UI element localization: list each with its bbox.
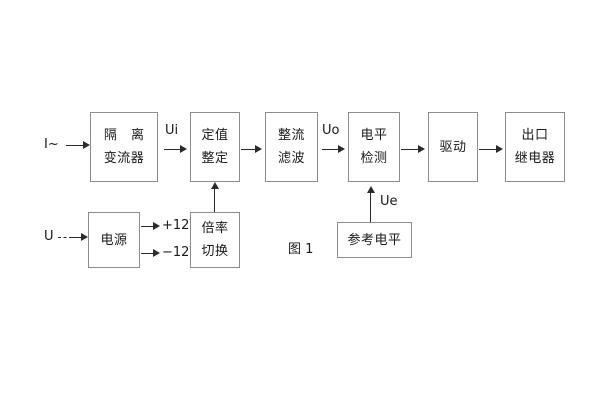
block-driver-line1: 驱动 bbox=[439, 139, 467, 155]
setting-to-rectifier-line bbox=[241, 149, 256, 150]
multiplier-to-setting-line bbox=[214, 188, 215, 212]
block-setting-value-line1: 定值 bbox=[201, 128, 229, 143]
signal-label-ue: Ue bbox=[380, 194, 398, 209]
reference-to-level-line bbox=[370, 192, 371, 222]
block-level-detection: 电平 检测 bbox=[348, 112, 400, 182]
block-output-relay-line1: 出口 bbox=[521, 128, 549, 143]
driver-to-relay-line bbox=[479, 149, 497, 150]
ui-connector-line bbox=[164, 149, 181, 150]
uo-connector-line bbox=[322, 149, 339, 150]
input-label-voltage: U bbox=[44, 229, 54, 244]
input-voltage-arrowhead bbox=[81, 233, 88, 241]
block-rectifier-filter-line1: 整流 bbox=[277, 128, 305, 143]
block-isolation-transformer: 隔 离 变流器 bbox=[90, 112, 158, 182]
block-multiplier-switch-line1: 倍率 bbox=[201, 221, 229, 236]
level-to-driver-line bbox=[401, 149, 419, 150]
rail-negative-arrowhead bbox=[153, 249, 160, 257]
figure-caption: 图 1 bbox=[288, 242, 314, 257]
input-voltage-dashed-line bbox=[58, 237, 72, 238]
block-multiplier-switch-line2: 切换 bbox=[201, 244, 229, 259]
input-voltage-line bbox=[70, 237, 82, 238]
signal-label-uo: Uo bbox=[322, 123, 340, 138]
block-level-detection-line1: 电平 bbox=[360, 128, 388, 143]
block-reference-level-line1: 参考电平 bbox=[347, 232, 402, 248]
multiplier-to-setting-arrowhead bbox=[211, 182, 219, 189]
rail-positive-arrowhead bbox=[153, 222, 160, 230]
rail-positive-line bbox=[141, 226, 155, 227]
block-power-supply: 电源 bbox=[88, 212, 140, 268]
block-output-relay: 出口 继电器 bbox=[505, 112, 565, 182]
driver-to-relay-arrowhead bbox=[496, 145, 503, 153]
rail-negative-label: −12V bbox=[162, 245, 199, 260]
rail-negative-line bbox=[141, 253, 155, 254]
block-setting-value-line2: 整定 bbox=[201, 151, 229, 166]
block-power-supply-line1: 电源 bbox=[100, 232, 128, 248]
block-rectifier-filter: 整流 滤波 bbox=[265, 112, 318, 182]
block-isolation-transformer-line2: 变流器 bbox=[103, 151, 145, 166]
block-driver: 驱动 bbox=[428, 112, 478, 182]
input-current-line bbox=[66, 145, 84, 146]
setting-to-rectifier-arrowhead bbox=[255, 145, 262, 153]
block-output-relay-line2: 继电器 bbox=[514, 151, 556, 166]
block-rectifier-filter-line2: 滤波 bbox=[277, 151, 305, 166]
rail-positive-label: +12V bbox=[162, 218, 199, 233]
block-reference-level: 参考电平 bbox=[337, 222, 412, 258]
ui-connector-arrowhead bbox=[180, 145, 187, 153]
uo-connector-arrowhead bbox=[338, 145, 345, 153]
block-level-detection-line2: 检测 bbox=[360, 151, 388, 166]
block-multiplier-switch: 倍率 切换 bbox=[190, 212, 240, 268]
input-current-arrowhead bbox=[83, 141, 90, 149]
reference-to-level-arrowhead bbox=[367, 186, 375, 193]
input-label-current: I~ bbox=[44, 137, 59, 152]
signal-label-ui: Ui bbox=[165, 123, 179, 138]
block-isolation-transformer-line1: 隔 离 bbox=[103, 128, 150, 143]
level-to-driver-arrowhead bbox=[418, 145, 425, 153]
block-setting-value: 定值 整定 bbox=[190, 112, 240, 182]
